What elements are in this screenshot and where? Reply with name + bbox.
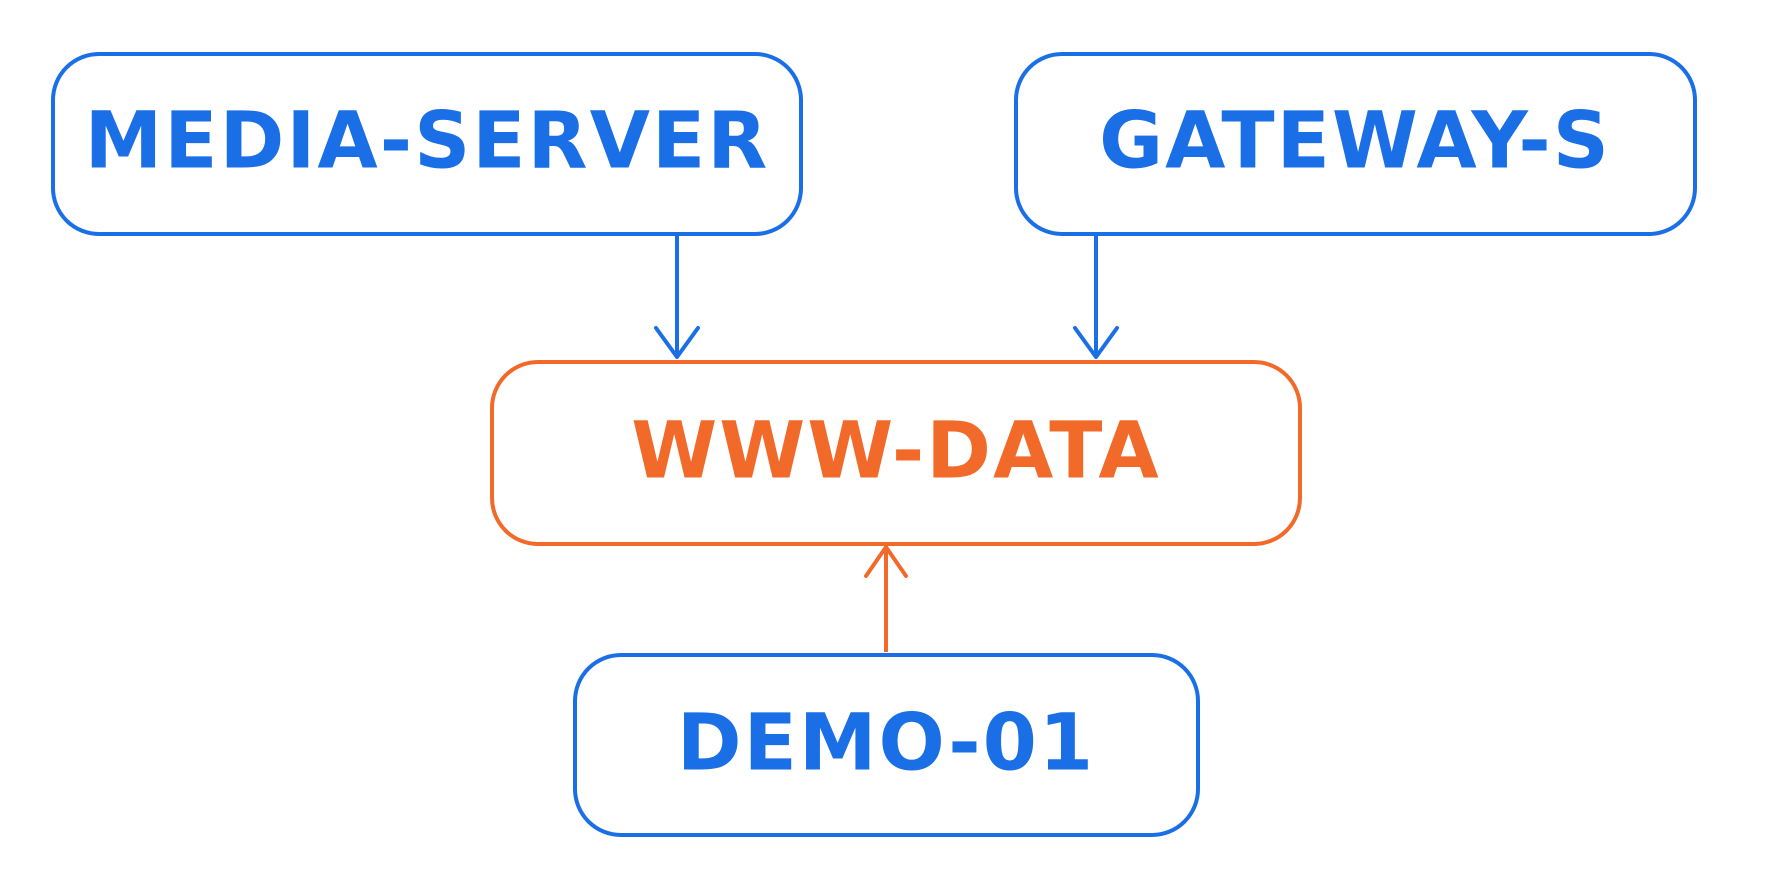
edge-gateway-s-to-www-data xyxy=(1073,234,1119,359)
node-label-media-server: MEDIA-SERVER xyxy=(85,96,770,186)
edge-media-server-to-www-data xyxy=(654,234,700,359)
node-label-demo-01: DEMO-01 xyxy=(677,698,1095,788)
arrowhead-down-icon xyxy=(1073,326,1119,359)
node-demo-01[interactable]: DEMO-01 xyxy=(573,653,1200,837)
arrowhead-down-icon xyxy=(654,326,700,359)
edge-demo-01-to-www-data xyxy=(864,545,908,652)
node-www-data[interactable]: WWW-DATA xyxy=(490,360,1302,546)
node-label-gateway-s: GATEWAY-S xyxy=(1099,96,1611,186)
arrowhead-up-icon xyxy=(864,545,908,578)
node-gateway-s[interactable]: GATEWAY-S xyxy=(1014,52,1697,236)
node-label-www-data: WWW-DATA xyxy=(631,406,1161,496)
node-media-server[interactable]: MEDIA-SERVER xyxy=(51,52,803,236)
